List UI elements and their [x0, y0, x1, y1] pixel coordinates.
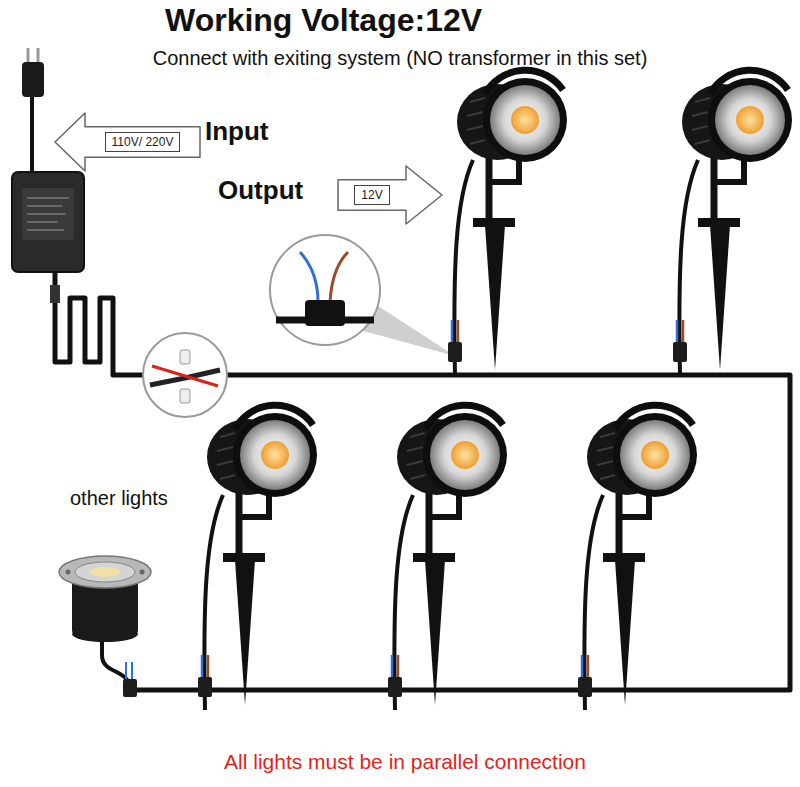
spotlight: [578, 405, 697, 710]
inground-led: [90, 567, 120, 577]
spotlight: [673, 70, 792, 375]
cord-switch: [50, 285, 60, 303]
connector-body: [305, 300, 345, 326]
screw: [140, 570, 145, 575]
voltage-value: 12V: [354, 185, 389, 205]
arrow-shape: [55, 113, 200, 171]
inground-base: [72, 626, 138, 642]
adapter-label-plate: [22, 188, 74, 240]
splice-red-wire: [152, 366, 218, 386]
spotlight: [388, 405, 507, 710]
wire-connector: [123, 679, 137, 697]
subtitle-note: Connect with exiting system (NO transfor…: [153, 47, 648, 70]
splice-clip: [180, 350, 190, 364]
splice-clip: [180, 389, 190, 403]
splice-callout: [143, 333, 227, 417]
spotlight: [448, 70, 567, 375]
spotlight: [198, 405, 317, 710]
inground-wires: [126, 662, 132, 680]
mains-plug: [22, 62, 44, 97]
blue-wire: [300, 252, 318, 302]
arrow-text-group: 12V: [354, 185, 389, 205]
lights-note: other lights: [70, 487, 168, 510]
arrow-shape: [338, 166, 442, 224]
diagram-caption: All lights must be in parallel connectio…: [224, 750, 586, 774]
inground-ring: [59, 556, 151, 588]
output-label: Output: [218, 176, 303, 206]
power-adapter: [12, 172, 84, 272]
plug-prongs: [28, 48, 38, 64]
input-label: Input: [205, 117, 269, 147]
diagram-title: Working Voltage:12V: [165, 2, 482, 39]
arrow-text-group: 110V/ 220V: [105, 132, 181, 152]
voltage-value: 110V/ 220V: [105, 132, 181, 152]
brown-wire: [330, 252, 348, 302]
input-arrow: 110V/ 220V: [55, 113, 200, 171]
screw: [66, 570, 71, 575]
connector-callout: [270, 235, 380, 345]
inground-glass: [75, 562, 135, 582]
adapter-label-lines: [27, 198, 69, 230]
output-arrow: 12V: [338, 166, 442, 224]
mains-cord: [30, 95, 34, 172]
